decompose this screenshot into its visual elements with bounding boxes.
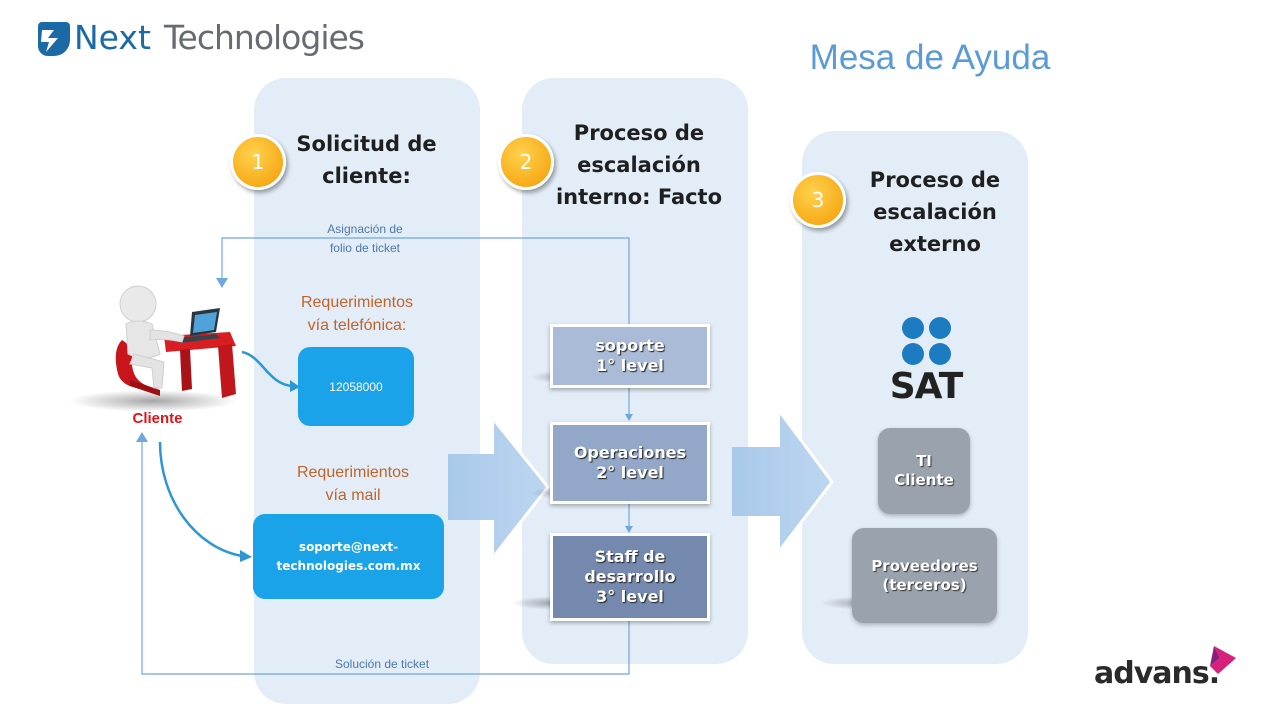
- client-person-icon: [115, 285, 236, 398]
- flow-arrow-1: [448, 420, 548, 556]
- step-2-badge: 2: [498, 134, 554, 190]
- dev-staff-level-3-box: Staff de desarrollo 3° level: [550, 533, 710, 621]
- client-to-email-arrow: [158, 441, 243, 558]
- assignment-label: Asignación de folio de ticket: [327, 222, 403, 255]
- client-to-email-arrowhead: [240, 550, 252, 562]
- flow-arrow-2: [732, 412, 832, 550]
- next-logo-icon: [38, 22, 70, 56]
- sat-dots-icon: [902, 317, 951, 365]
- assignment-arrowhead: [216, 278, 228, 288]
- column-3-title: Proceso de escalación externo: [869, 168, 1001, 256]
- client-to-phone-arrowhead: [290, 380, 300, 392]
- mail-requirements-label: Requerimientos vía mail: [296, 464, 410, 504]
- advans-text: advans.: [1094, 656, 1220, 691]
- phone-requirements-label: Requerimientos vía telefónica:: [300, 294, 414, 334]
- assignment-line: [221, 237, 630, 326]
- email-box: soporte@next- technologies.com.mx: [253, 514, 444, 599]
- advans-mark-icon: [1210, 646, 1236, 674]
- phone-number-box: 12058000: [298, 347, 414, 426]
- solution-label: Solución de ticket: [334, 657, 430, 671]
- next-technologies-logo: Next Technologies: [32, 16, 365, 60]
- support-level-1-box: soporte 1° level: [550, 324, 710, 388]
- solution-line: [141, 440, 630, 675]
- solution-arrowhead: [136, 432, 148, 442]
- page-title: Mesa de Ayuda: [809, 38, 1051, 77]
- level1-to-level2-arrowhead: [625, 414, 633, 421]
- step-3-badge: 3: [790, 172, 846, 228]
- sat-text: SAT: [889, 366, 964, 407]
- sat-logo: SAT: [878, 316, 974, 407]
- operations-level-2-box: Operaciones 2° level: [550, 422, 710, 504]
- column-1-title: Solicitud de cliente:: [296, 132, 437, 188]
- column-2-title: Proceso de escalación interno: Facto: [555, 121, 723, 209]
- client-figure: [68, 284, 248, 414]
- client-label: Cliente: [132, 410, 183, 427]
- logo-text-technologies: Technologies: [164, 18, 365, 57]
- level2-to-level3-arrowhead: [625, 526, 633, 533]
- step-1-badge: 1: [230, 134, 286, 190]
- proveedores-box: Proveedores (terceros): [852, 528, 997, 623]
- client-to-phone-arrow: [241, 350, 293, 388]
- ti-cliente-box: TI Cliente: [878, 428, 970, 514]
- advans-logo: advans.: [1094, 644, 1244, 694]
- logo-text-next: Next: [74, 18, 151, 57]
